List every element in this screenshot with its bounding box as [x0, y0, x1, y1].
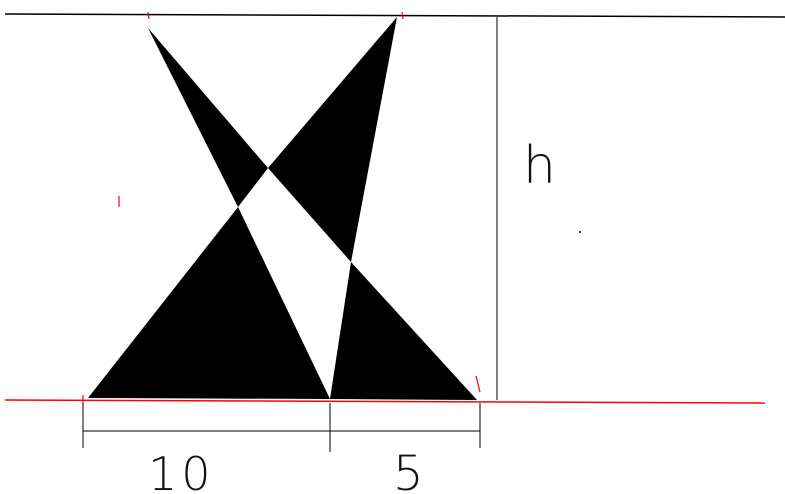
tick-mark-bottom-right [475, 375, 481, 393]
stray-dot [579, 231, 581, 233]
ground-line [4, 399, 766, 404]
bottom-left-shaded-triangle [88, 207, 330, 399]
top-line [4, 13, 785, 18]
top-right-shaded-quadrilateral [268, 17, 397, 262]
tick-mark-top-right [401, 11, 404, 20]
height-label: h [523, 136, 556, 196]
bottom-right-shaded-triangle [330, 262, 477, 400]
left-length-label: 10 [148, 447, 215, 494]
top-left-shaded-triangle [148, 28, 268, 207]
tick-mark-top-left [147, 11, 150, 20]
right-length-label: 5 [393, 446, 424, 494]
